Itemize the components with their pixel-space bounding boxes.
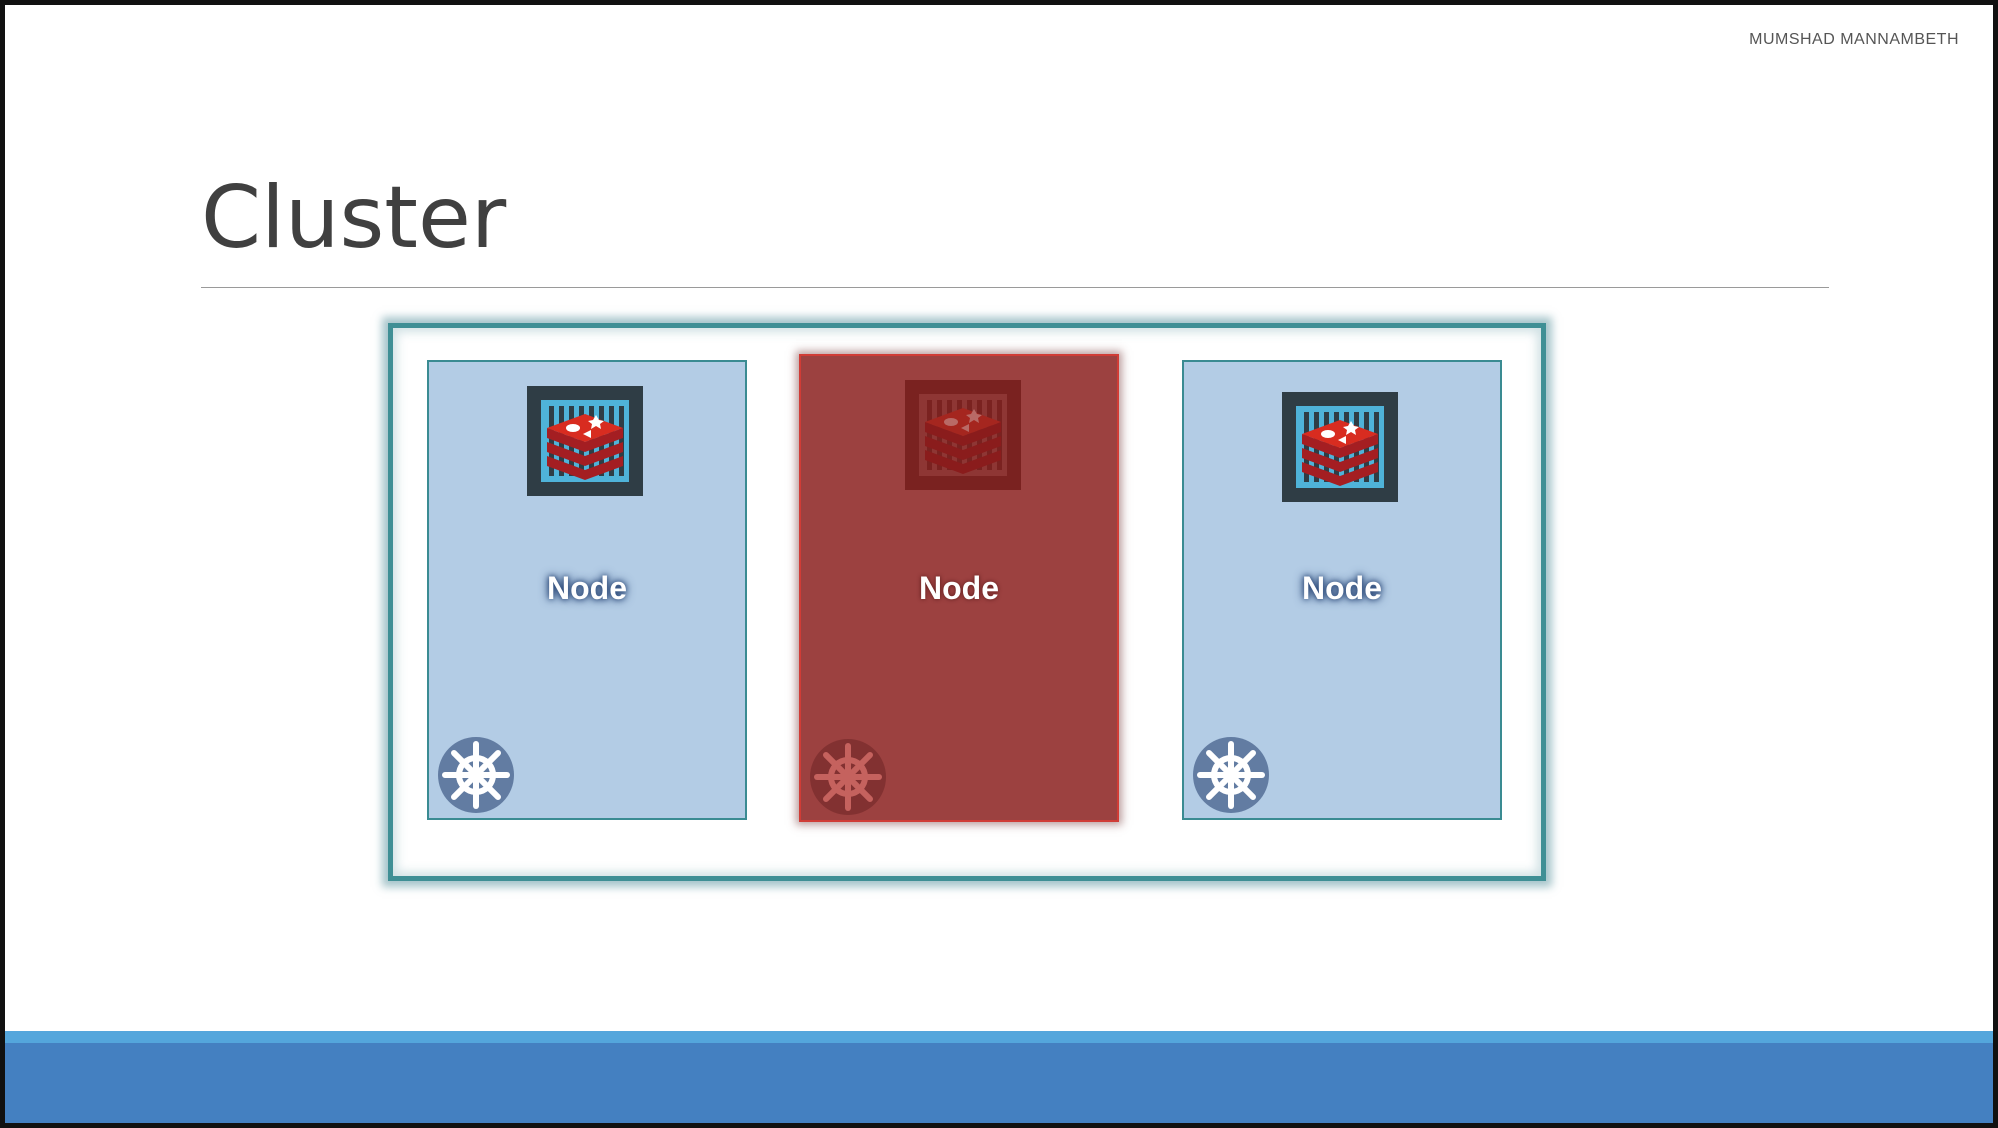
kubernetes-helm-icon — [1193, 737, 1269, 813]
kubernetes-helm-icon — [438, 737, 514, 813]
footer-accent-bar — [5, 1031, 1993, 1043]
cluster-box: Node — [388, 323, 1546, 881]
kubernetes-helm-icon — [810, 739, 886, 815]
node-label: Node — [547, 570, 627, 606]
title-divider — [201, 287, 1829, 288]
author-name: MUMSHAD MANNAMBETH — [1749, 31, 1959, 48]
redis-container-icon — [1282, 392, 1398, 502]
slide-title: Cluster — [201, 168, 507, 268]
node-label: Node — [919, 570, 999, 606]
node-label: Node — [1302, 570, 1382, 606]
node-1: Node — [427, 360, 747, 820]
footer-bar — [5, 1043, 1993, 1123]
redis-container-icon — [905, 380, 1021, 490]
redis-container-icon — [527, 386, 643, 496]
node-2: Node — [799, 354, 1119, 822]
node-3: Node — [1182, 360, 1502, 820]
